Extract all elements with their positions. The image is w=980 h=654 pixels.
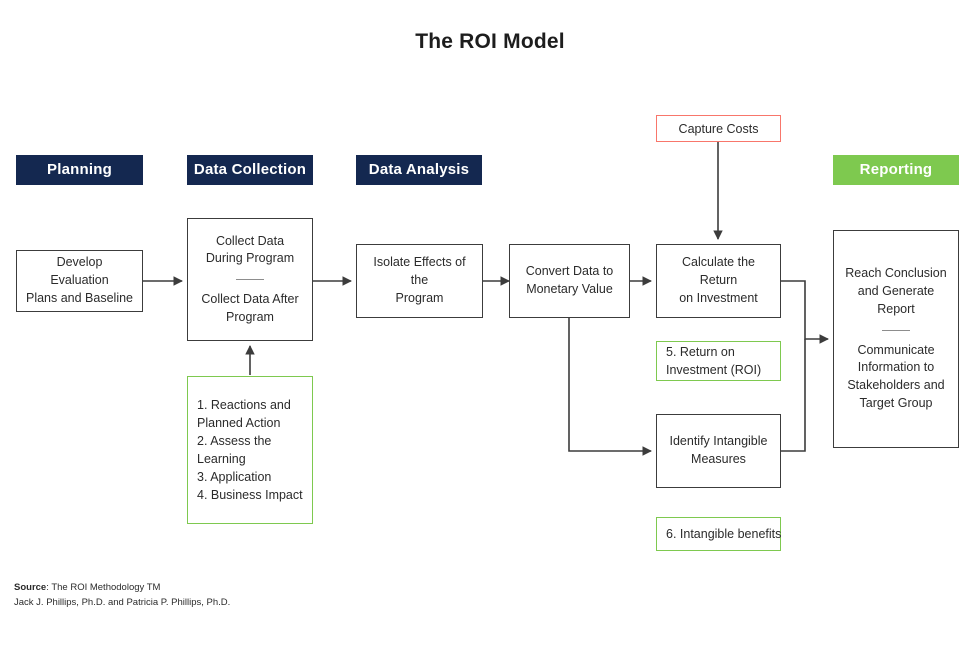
node-line: and Generate [857, 284, 935, 299]
source-footnote: Source: The ROI Methodology TM Jack J. P… [14, 581, 230, 610]
node-line: Convert Data to [525, 264, 614, 279]
node-divider [236, 279, 264, 280]
node-reach-conclusion: Reach Conclusion and Generate Report Com… [833, 230, 959, 448]
node-line: Plans and Baseline [25, 290, 134, 305]
phase-header-reporting: Reporting [833, 155, 959, 185]
node-identify-intangible-measures: Identify Intangible Measures [656, 414, 781, 488]
node-line: Identify Intangible [669, 434, 768, 449]
note-line: 4. Business Impact [197, 488, 303, 503]
node-calculate-roi: Calculate the Return on Investment [656, 244, 781, 318]
node-collect-data: Collect Data During Program Collect Data… [187, 218, 313, 341]
phase-header-data-analysis: Data Analysis [356, 155, 482, 185]
node-line: Calculate the Return [682, 255, 755, 288]
node-line: Collect Data [215, 233, 285, 248]
note-line: 3. Application [197, 470, 272, 485]
note-line: Learning [197, 452, 246, 466]
note-line: Investment (ROI) [666, 363, 762, 377]
note-line: 1. Reactions and [197, 397, 291, 412]
note-line: 5. Return on [666, 344, 735, 359]
node-line: Evaluation [50, 273, 109, 288]
source-line-1: Source: The ROI Methodology TM [14, 581, 230, 596]
node-line: Communicate [857, 342, 935, 357]
note-intangible-level-6: 6. Intangible benefits [656, 517, 781, 551]
node-line: Stakeholders and [847, 378, 945, 393]
node-isolate-effects: Isolate Effects of the Program [356, 244, 483, 318]
node-divider [882, 329, 910, 331]
node-line: Information to [857, 360, 935, 375]
note-line: 2. Assess the [197, 433, 272, 448]
node-line: on Investment [679, 290, 758, 305]
node-line: Target Group [859, 395, 933, 410]
node-line: Program [226, 309, 274, 324]
node-line: Collect Data After [201, 292, 299, 306]
note-evaluation-levels-1-4: 1. Reactions and Planned Action 2. Asses… [187, 376, 313, 524]
node-line: Isolate Effects of the [373, 255, 466, 288]
source-title: : The ROI Methodology TM [46, 582, 161, 593]
source-label: Source [14, 582, 47, 593]
page-title: The ROI Model [415, 30, 565, 53]
node-line: Develop [56, 255, 103, 270]
node-line: Reach Conclusion [845, 266, 947, 281]
note-line: 6. Intangible benefits [666, 526, 782, 541]
capture-costs-label: Capture Costs [678, 121, 759, 136]
node-develop-evaluation-plans: Develop Evaluation Plans and Baseline [16, 250, 143, 312]
node-convert-data: Convert Data to Monetary Value [509, 244, 630, 318]
node-line: Report [877, 301, 915, 316]
node-line: Monetary Value [526, 282, 613, 296]
note-line: Planned Action [197, 415, 281, 430]
node-line: Program [395, 290, 444, 305]
phase-header-planning: Planning [16, 155, 143, 185]
node-line: Measures [691, 452, 746, 466]
phase-header-data-collection: Data Collection [187, 155, 313, 185]
note-roi-level-5: 5. Return on Investment (ROI) [656, 341, 781, 381]
node-capture-costs: Capture Costs [656, 115, 781, 142]
source-line-2: Jack J. Phillips, Ph.D. and Patricia P. … [14, 596, 231, 608]
node-line: During Program [205, 251, 295, 266]
